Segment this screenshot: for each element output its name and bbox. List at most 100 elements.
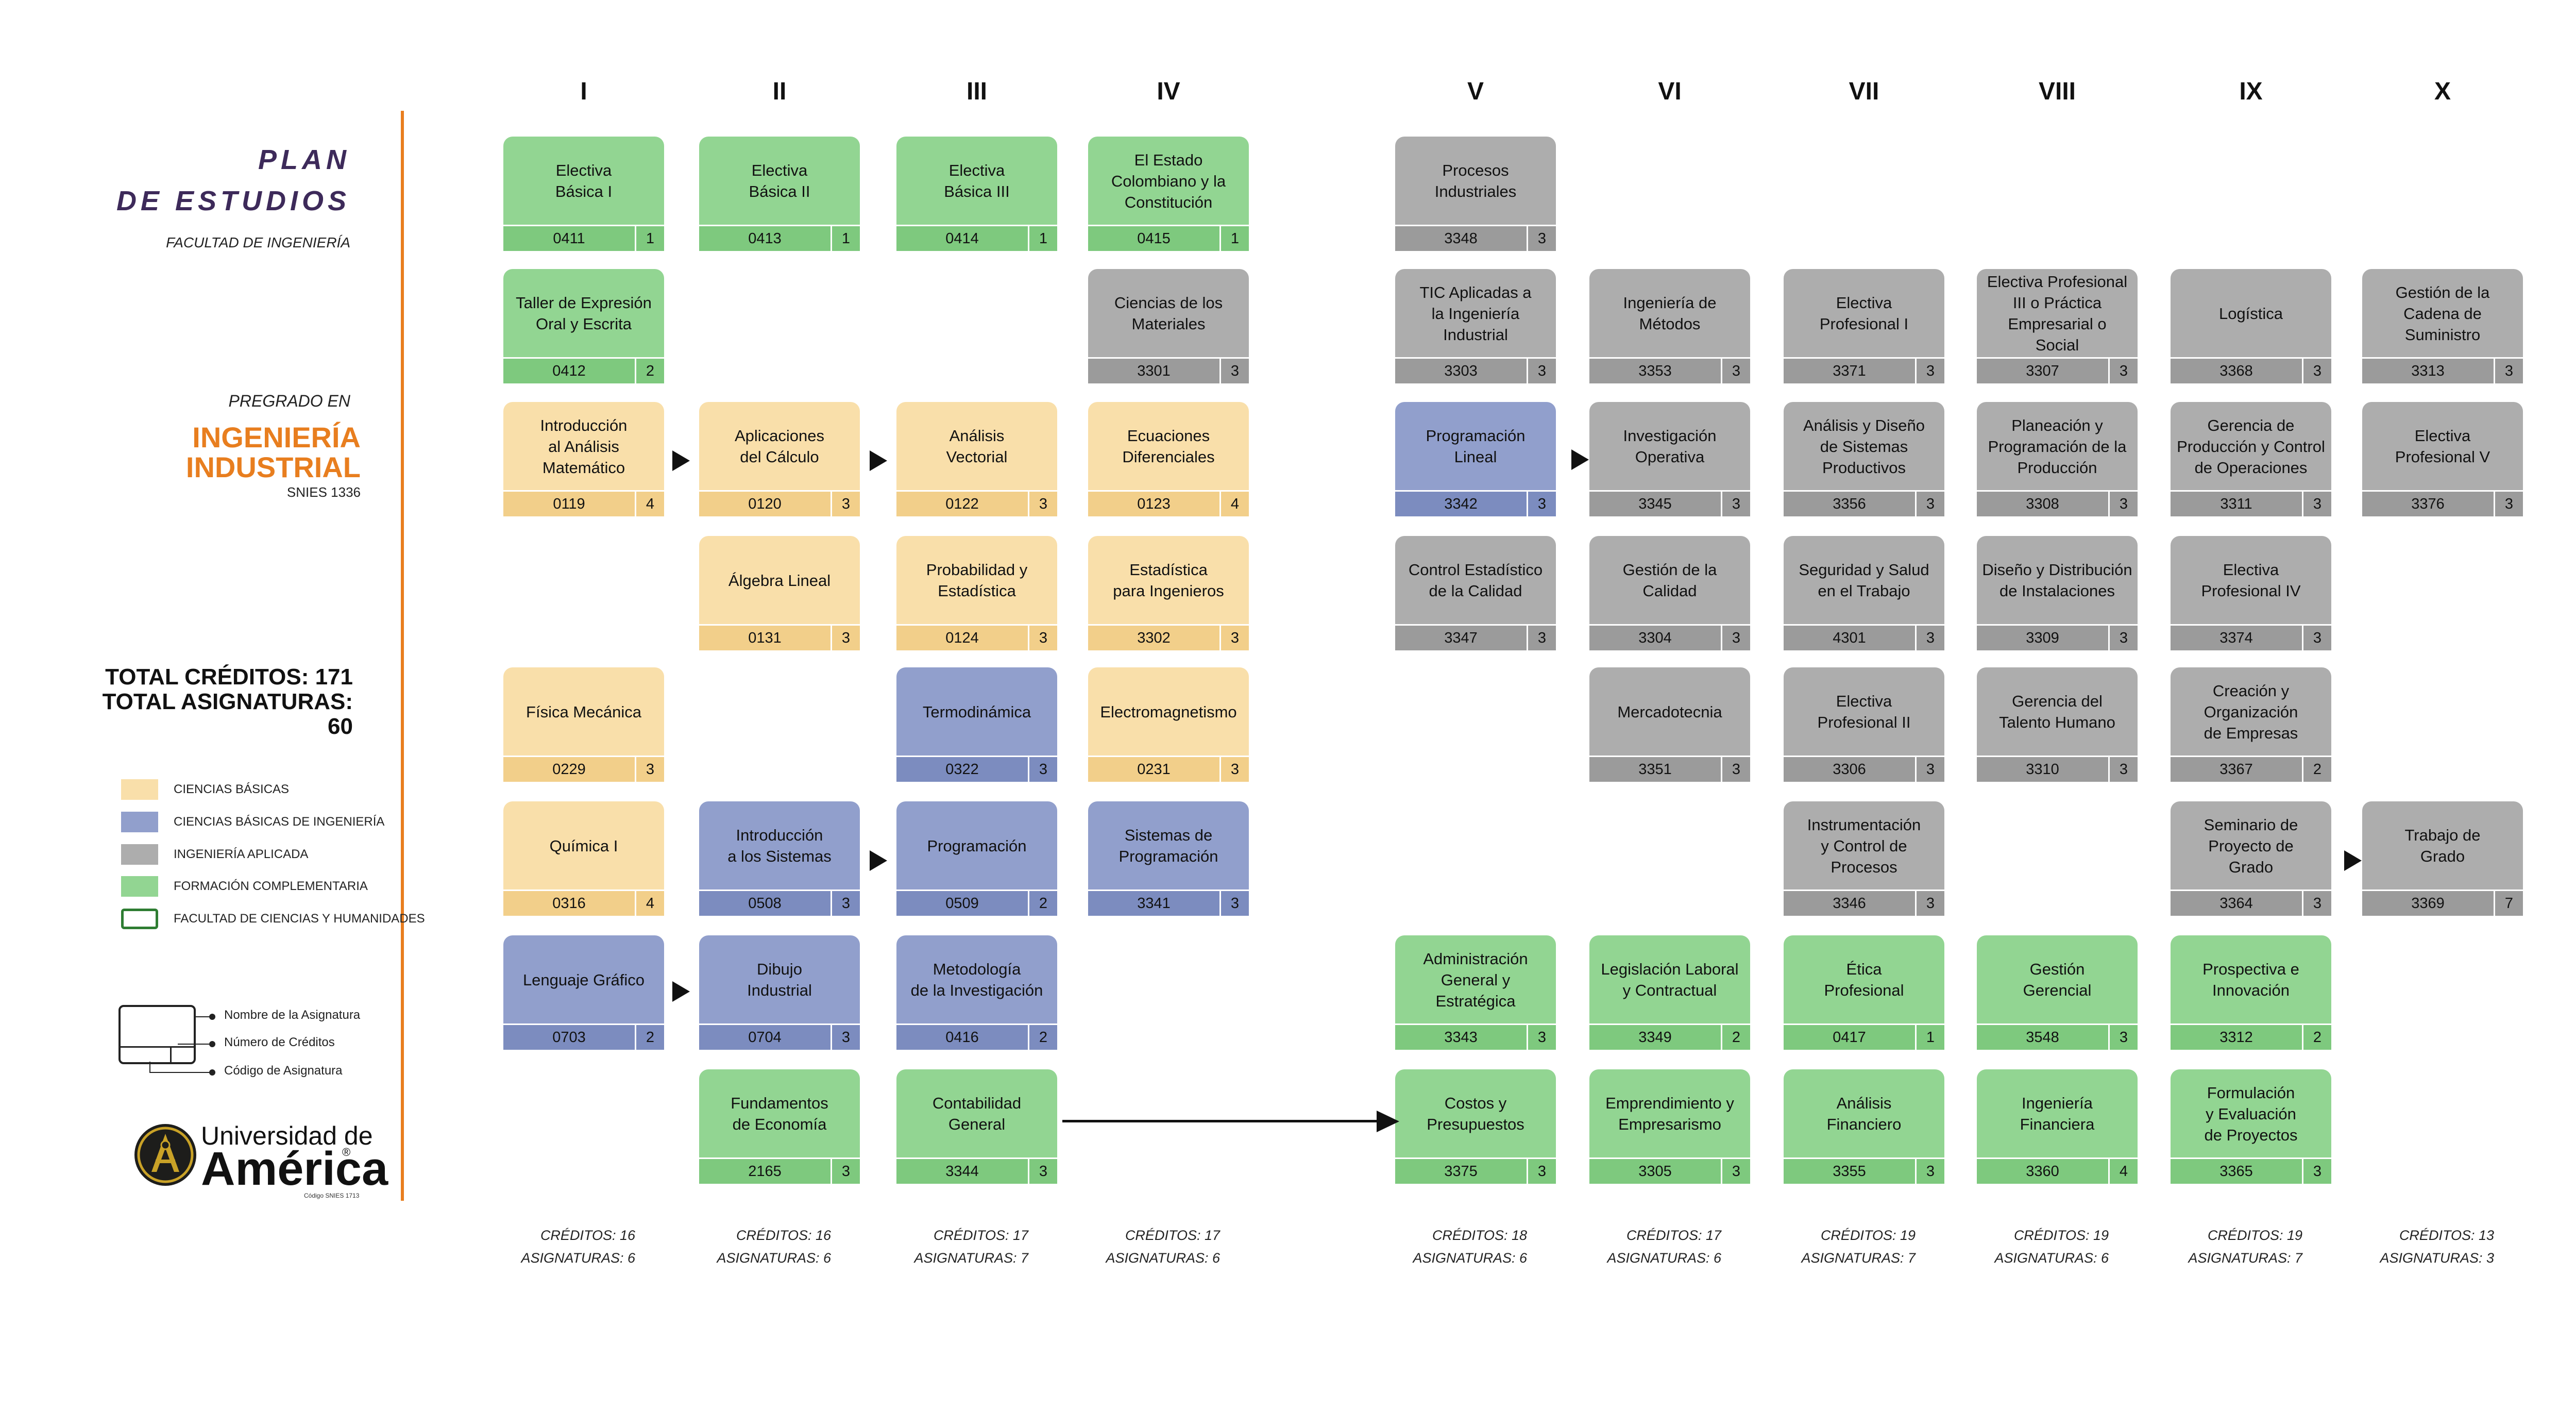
course-name: Legislación Laboral y Contractual xyxy=(1595,935,1745,1024)
legend-swatch xyxy=(121,876,158,897)
course-card[interactable]: TIC Aplicadas a la Ingeniería Industrial… xyxy=(1395,269,1556,383)
course-credits: 3 xyxy=(1028,492,1057,516)
legend-item: FACULTAD DE CIENCIAS Y HUMANIDADES xyxy=(121,909,425,929)
course-name: Electiva Básica I xyxy=(509,137,659,225)
course-code: 0412 xyxy=(552,362,586,379)
semester-subjects: ASIGNATURAS: 6 xyxy=(1607,1250,1721,1266)
semester-subjects: ASIGNATURAS: 6 xyxy=(1413,1250,1527,1266)
course-code: 3341 xyxy=(1137,895,1171,912)
course-name: Creación y Organización de Empresas xyxy=(2176,667,2326,756)
course-code: 3303 xyxy=(1444,362,1478,379)
course-name: Procesos Industriales xyxy=(1400,137,1551,225)
course-name-text: Electromagnetismo xyxy=(1100,702,1237,721)
course-code: 3360 xyxy=(2026,1163,2059,1180)
legend-item: CIENCIAS BÁSICAS xyxy=(121,779,289,800)
semester-subjects: ASIGNATURAS: 6 xyxy=(1106,1250,1220,1266)
course-card[interactable]: Análisis Vectorial 0122 3 xyxy=(896,402,1057,516)
course-footer: 0122 3 xyxy=(896,490,1057,516)
course-card[interactable]: Planeación y Programación de la Producci… xyxy=(1977,402,2138,516)
course-card[interactable]: Gerencia de Producción y Control de Oper… xyxy=(2171,402,2331,516)
course-code: 0122 xyxy=(945,495,979,512)
course-credits: 3 xyxy=(1219,626,1249,650)
course-code: 0508 xyxy=(748,895,782,912)
arrow-right-icon xyxy=(672,981,690,1002)
course-name-text: Programación xyxy=(927,836,1027,855)
course-card[interactable]: Análisis y Diseño de Sistemas Productivo… xyxy=(1784,402,1944,516)
course-name: Análisis Vectorial xyxy=(902,402,1052,491)
course-name-text: Costos y Presupuestos xyxy=(1427,1094,1524,1133)
legend-label: FORMACIÓN COMPLEMENTARIA xyxy=(174,879,368,893)
course-name: Mercadotecnia xyxy=(1595,667,1745,756)
course-name-text: Trabajo de Grado xyxy=(2404,826,2481,865)
totals: TOTAL CRÉDITOS: 171 TOTAL ASIGNATURAS: 6… xyxy=(77,665,353,739)
course-name: Lenguaje Gráfico xyxy=(509,935,659,1024)
course-code: 0415 xyxy=(1137,230,1171,247)
course-name-text: Instrumentación y Control de Procesos xyxy=(1807,815,1921,876)
semester-credits: CRÉDITOS: 16 xyxy=(736,1228,831,1243)
course-card[interactable]: Electiva Profesional III o Práctica Empr… xyxy=(1977,269,2138,383)
